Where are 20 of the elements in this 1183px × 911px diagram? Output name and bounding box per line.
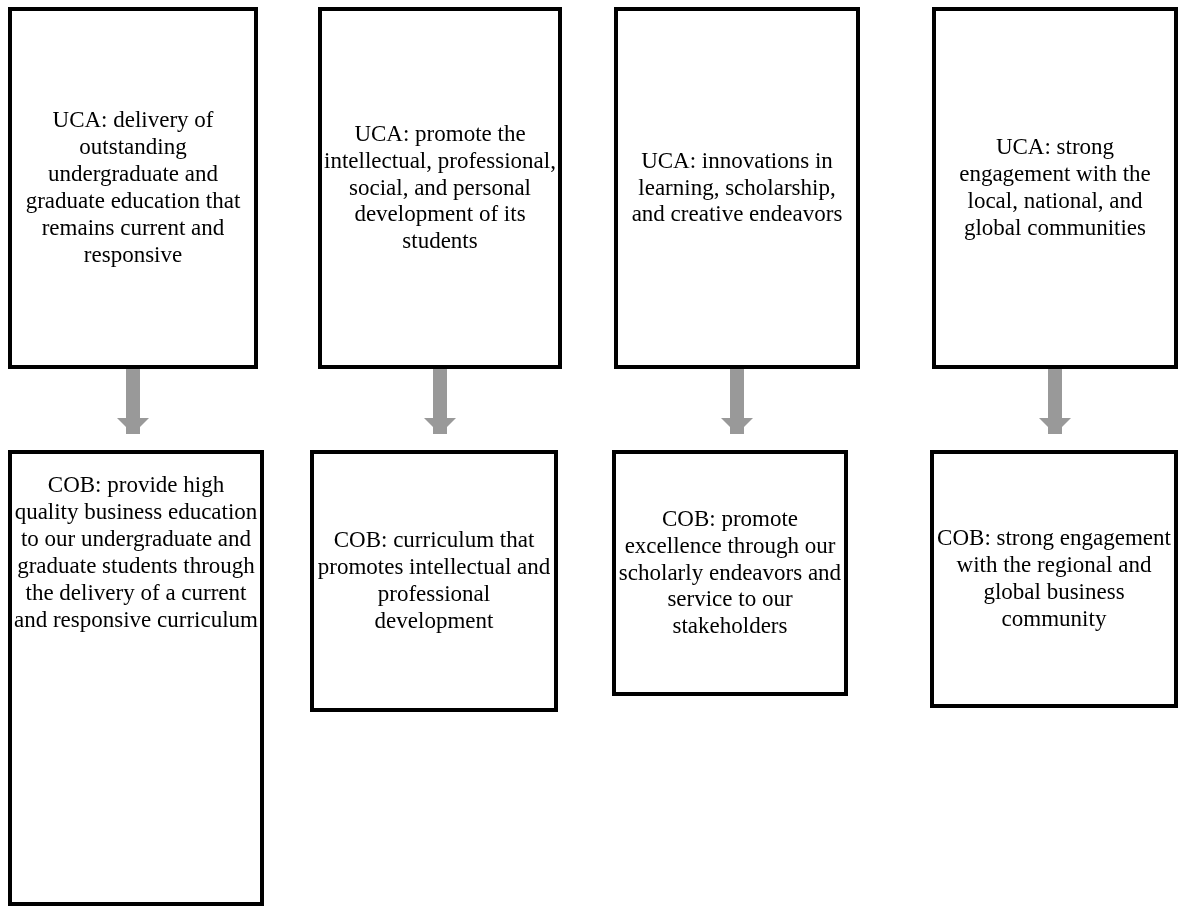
arrow <box>117 369 149 434</box>
text-box <box>8 7 258 369</box>
text-box <box>932 7 1178 369</box>
text-box <box>612 450 848 696</box>
box-text: UCA: delivery of outstanding undergraduate and graduate education that remains current and responsive <box>24 107 242 269</box>
text-box <box>614 7 860 369</box>
arrow <box>721 369 753 434</box>
box-text: UCA: promote the intellectual, professional, social, and personal development of its students <box>324 120 556 256</box>
arrow <box>424 369 456 434</box>
box-text: COB: strong engagement with the regional and global business community <box>936 525 1172 633</box>
box-text: COB: curriculum that promotes intellectual and professional development <box>316 527 552 635</box>
text-box <box>310 450 558 712</box>
box-text: UCA: strong engagement with the local, national, and global communities <box>958 134 1152 242</box>
box-text: COB: provide high quality business education to our undergraduate and graduate students through the delivery of a current and responsive curriculum <box>14 472 258 634</box>
text-box <box>930 450 1178 708</box>
text-box <box>8 450 264 906</box>
box-text: UCA: innovations in learning, scholarship, and creative endeavors <box>630 147 844 229</box>
arrow <box>1039 369 1071 434</box>
box-text: COB: promote excellence through our scholarly endeavors and service to our stakeholders <box>618 505 842 641</box>
text-box <box>318 7 562 369</box>
